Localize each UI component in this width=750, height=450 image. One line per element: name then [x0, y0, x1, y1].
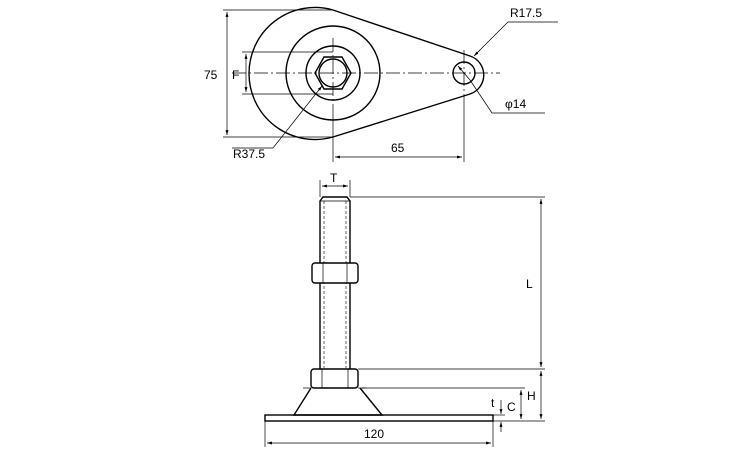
- top-view: 75 F R37.5 R17.5 φ14 65: [204, 6, 558, 162]
- dim-label-h: H: [527, 389, 536, 403]
- leader-r-large-arrow: [291, 85, 323, 125]
- pedestal-cone: [292, 387, 384, 416]
- dim-label-l: L: [526, 277, 533, 291]
- side-view: T L H C t 120: [264, 171, 545, 447]
- dim-label-120: 120: [364, 427, 384, 441]
- dim-label-f: F: [232, 68, 239, 82]
- dim-label-plate: t: [491, 396, 495, 410]
- dim-label-65: 65: [391, 141, 405, 155]
- dim-label-r-large: R37.5: [233, 147, 265, 161]
- base-plate: [264, 414, 494, 422]
- leader-r-small: [475, 21, 558, 55]
- leader-r-large: [232, 123, 293, 149]
- leader-hole-inner: [457, 65, 471, 81]
- base-nut: [310, 368, 359, 389]
- dim-label-c: C: [507, 400, 516, 414]
- leader-hole: [469, 79, 545, 114]
- dim-label-75: 75: [204, 68, 218, 82]
- dim-label-hole: φ14: [505, 97, 526, 111]
- dim-label-r-small: R17.5: [510, 6, 542, 20]
- pad-outline: [248, 6, 485, 141]
- dim-label-t: T: [330, 171, 338, 185]
- lock-nut: [311, 262, 359, 284]
- leader-r-small-arrow: [473, 49, 481, 57]
